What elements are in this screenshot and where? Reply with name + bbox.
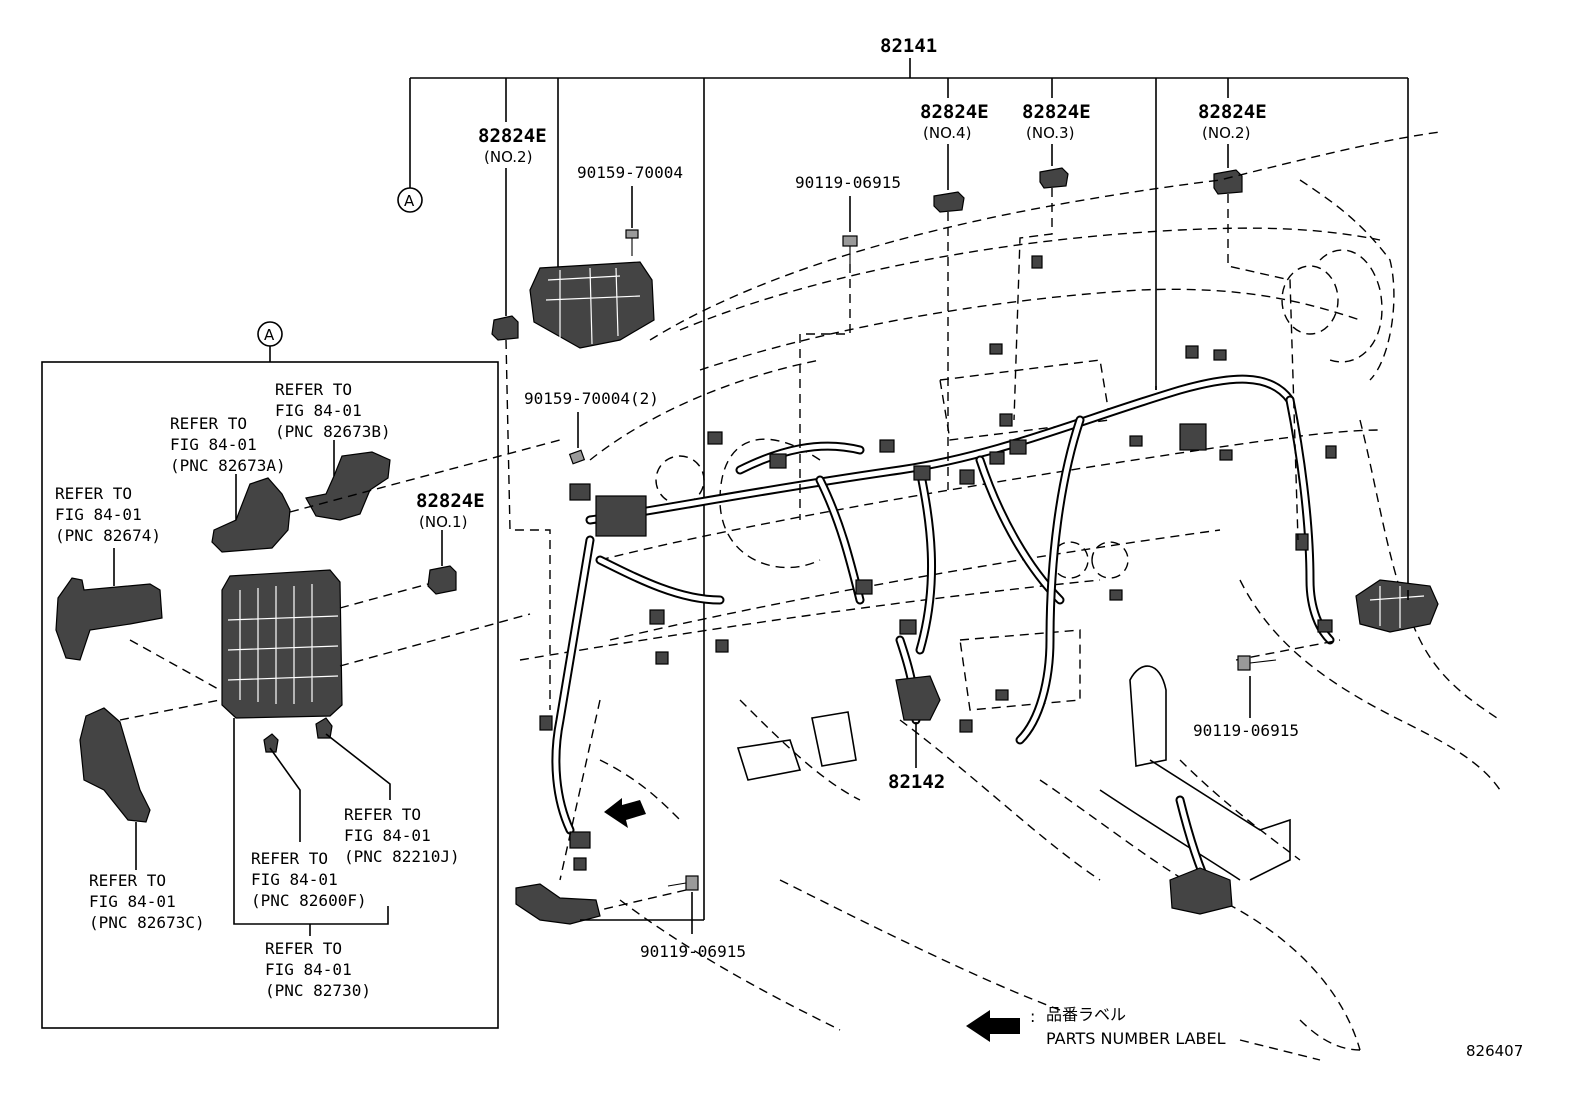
svg-text:(PNC 82673B): (PNC 82673B) (275, 422, 391, 441)
callout-90159-70004-2: 90159-70004(2) (524, 389, 659, 408)
refer-note-82730: REFER TO FIG 84-01 (PNC 82730) (265, 939, 371, 1000)
relay-no3-part (1039, 167, 1069, 189)
main-harness-wiring (551, 374, 1335, 895)
relay-no4-part (933, 191, 965, 213)
bracket-82673c-part (79, 707, 151, 823)
figure-id: 826407 (1466, 1042, 1523, 1060)
relay-no1-part (427, 565, 457, 595)
callout-90119-06915-bottom: 90119-06915 (640, 942, 746, 961)
refer-note-82673b: REFER TO FIG 84-01 (PNC 82673B) (275, 380, 391, 441)
screw-right-icon (1237, 655, 1277, 671)
relay-no2-right-part (1213, 169, 1243, 195)
bracket-82673a-part (211, 477, 291, 553)
svg-text:(PNC 82674): (PNC 82674) (55, 526, 161, 545)
harness-connectors (539, 255, 1337, 915)
callout-90159-70004: 90159-70004 (577, 163, 683, 182)
callout-82824e-no1-sub: (NO.1) (419, 513, 467, 531)
relay-no2-left-part (491, 315, 519, 341)
svg-text:(PNC 82673C): (PNC 82673C) (89, 913, 205, 932)
callout-82824e-no2-right: 82824E (1198, 101, 1267, 123)
svg-text:REFER TO: REFER TO (275, 380, 352, 399)
legend-colon: : (1030, 1007, 1035, 1026)
callout-82824e-no2-left: 82824E (478, 125, 547, 147)
right-junction-part (1355, 579, 1439, 633)
bolt-mid-icon (568, 449, 586, 465)
svg-text:FIG 84-01: FIG 84-01 (170, 435, 257, 454)
svg-text:REFER TO: REFER TO (170, 414, 247, 433)
svg-text:(PNC 82730): (PNC 82730) (265, 981, 371, 1000)
refer-note-82674: REFER TO FIG 84-01 (PNC 82674) (55, 484, 161, 545)
svg-text:FIG 84-01: FIG 84-01 (344, 826, 431, 845)
svg-text:(PNC 82600F): (PNC 82600F) (251, 891, 367, 910)
svg-text:FIG 84-01: FIG 84-01 (265, 960, 352, 979)
detail-box-a-letter: A (264, 326, 275, 344)
legend-arrow-icon (966, 1010, 1020, 1042)
svg-text:FIG 84-01: FIG 84-01 (275, 401, 362, 420)
svg-text:REFER TO: REFER TO (55, 484, 132, 503)
refer-note-82673c: REFER TO FIG 84-01 (PNC 82673C) (89, 871, 205, 932)
callout-82141: 82141 (880, 35, 937, 57)
refer-note-82600f: REFER TO FIG 84-01 (PNC 82600F) (251, 849, 367, 910)
callout-82142: 82142 (888, 771, 945, 793)
callout-82824e-no3-sub: (NO.3) (1026, 124, 1074, 142)
svg-text:(PNC 82210J): (PNC 82210J) (344, 847, 460, 866)
refer-note-82210j: REFER TO FIG 84-01 (PNC 82210J) (344, 805, 460, 866)
callout-90119-06915-right: 90119-06915 (1193, 721, 1299, 740)
svg-text:REFER TO: REFER TO (89, 871, 166, 890)
svg-text:REFER TO: REFER TO (344, 805, 421, 824)
legend: : 品番ラベル PARTS NUMBER LABEL (966, 1005, 1226, 1048)
callout-82824e-no3: 82824E (1022, 101, 1091, 123)
parts-label-arrow-icon (604, 798, 646, 828)
screw-bottom-icon (667, 875, 699, 891)
callout-82824e-no4: 82824E (920, 101, 989, 123)
bracket-82673b-part (305, 451, 391, 521)
bolt-top-icon (625, 229, 639, 256)
lower-bracket-part (515, 883, 601, 925)
callout-82824e-no2-right-sub: (NO.2) (1202, 124, 1250, 142)
svg-text:REFER TO: REFER TO (265, 939, 342, 958)
svg-text:REFER TO: REFER TO (251, 849, 328, 868)
svg-text:FIG 84-01: FIG 84-01 (89, 892, 176, 911)
callout-82824e-no4-sub: (NO.4) (923, 124, 971, 142)
legend-label-en: PARTS NUMBER LABEL (1046, 1029, 1226, 1048)
svg-text:FIG 84-01: FIG 84-01 (251, 870, 338, 889)
svg-text:FIG 84-01: FIG 84-01 (55, 505, 142, 524)
circle-a-letter: A (404, 192, 415, 210)
svg-text:(PNC 82673A): (PNC 82673A) (170, 456, 286, 475)
callout-90119-06915-center: 90119-06915 (795, 173, 901, 192)
callout-82824e-no1: 82824E (416, 490, 485, 512)
junction-block-part (221, 569, 343, 719)
screw-center-icon (842, 235, 858, 264)
legend-label-jp: 品番ラベル (1046, 1005, 1126, 1024)
callout-82824e-no2-left-sub: (NO.2) (484, 148, 532, 166)
circle-a-callout (397, 187, 423, 213)
refer-note-82673a: REFER TO FIG 84-01 (PNC 82673A) (170, 414, 286, 475)
bracket-82674-part (55, 577, 163, 661)
fuse-82600f-part (263, 733, 279, 753)
fuse-82210j-part (315, 717, 333, 739)
fuse-box-part (529, 261, 655, 349)
